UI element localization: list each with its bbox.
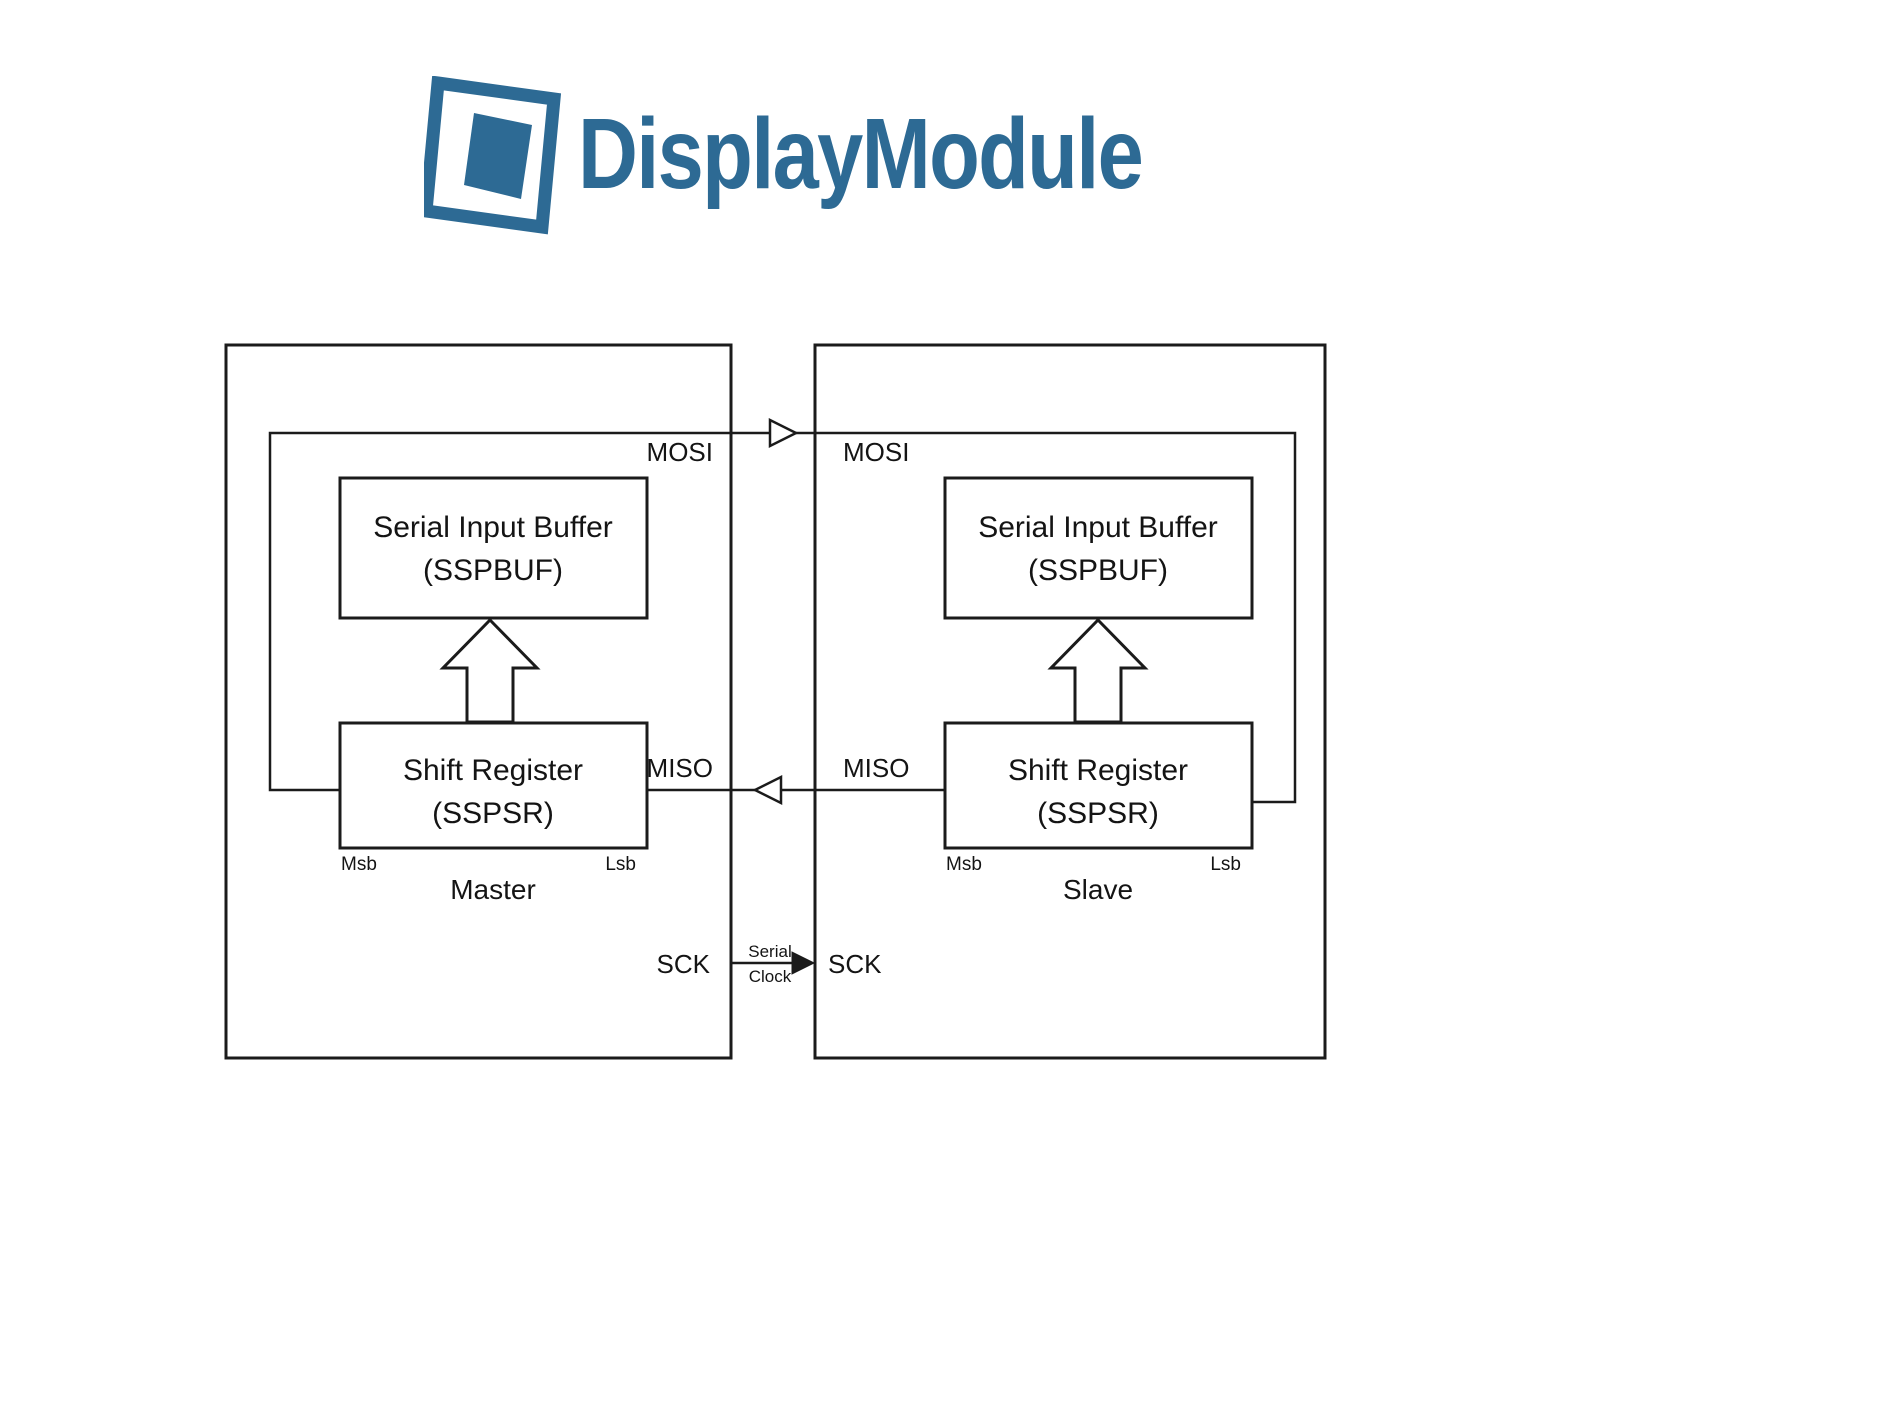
master-buffer-label-line1: Serial Input Buffer — [373, 511, 613, 544]
slave-shift-label-line2: (SSPSR) — [1037, 797, 1159, 830]
slave-buffer-label-line2: (SSPBUF) — [1028, 554, 1168, 587]
slave-container-box — [813, 343, 1327, 1060]
sck-label-slave: SCK — [828, 949, 882, 979]
slave-sspbuf-box — [943, 476, 1254, 620]
master-buffer-label-line2: (SSPBUF) — [423, 554, 563, 587]
sck-label-master: SCK — [657, 949, 711, 979]
slave-lsb-label: Lsb — [1210, 854, 1241, 875]
logo-wordmark: DisplayModule — [578, 98, 1144, 210]
master-lsb-label: Lsb — [605, 854, 636, 875]
slave-msb-label: Msb — [946, 854, 982, 875]
displaymodule-logo-icon — [424, 76, 562, 235]
logo-frame-shape — [424, 76, 562, 235]
master-container-box — [224, 343, 733, 1060]
slave-shift-label-line1: Shift Register — [1008, 754, 1188, 787]
logo-screen-shape — [464, 113, 532, 199]
master-title: Master — [450, 874, 536, 905]
miso-arrowhead-icon — [752, 774, 783, 806]
mosi-label-slave: MOSI — [843, 437, 909, 467]
slave-up-arrow-icon — [1047, 617, 1149, 724]
slave-buffer-label-line1: Serial Input Buffer — [978, 511, 1218, 544]
serial-clock-label-line2: Clock — [749, 967, 792, 986]
sck-arrowhead-icon — [791, 951, 816, 975]
master-up-arrow-icon — [439, 617, 541, 724]
serial-clock-label-line1: Serial — [748, 942, 791, 961]
master-shift-label-line1: Shift Register — [403, 754, 583, 787]
mosi-label-master: MOSI — [647, 437, 713, 467]
master-shift-label-line2: (SSPSR) — [432, 797, 554, 830]
master-sspbuf-box — [338, 476, 649, 620]
miso-label-master: MISO — [647, 753, 713, 783]
slave-title: Slave — [1063, 874, 1133, 905]
mosi-arrowhead-icon — [768, 417, 799, 449]
miso-label-slave: MISO — [843, 753, 909, 783]
master-msb-label: Msb — [341, 854, 377, 875]
